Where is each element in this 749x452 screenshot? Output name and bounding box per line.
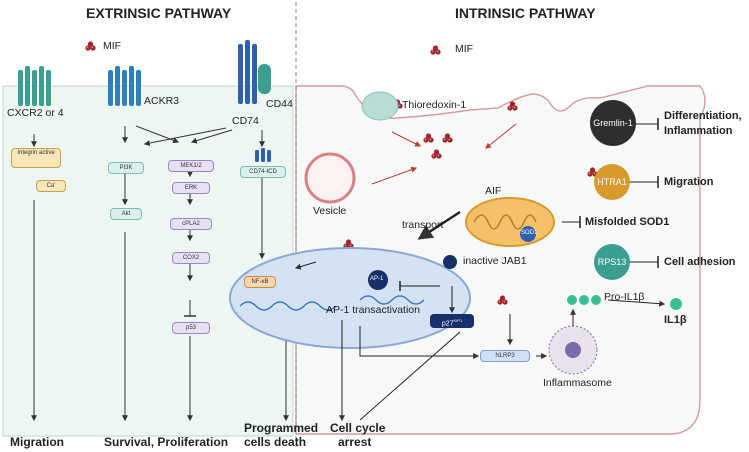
il1b-icon — [670, 298, 682, 310]
pro-il1b-icon — [567, 295, 577, 305]
inflammasome-label: Inflammasome — [543, 377, 612, 389]
thioredoxin-label: Thioredoxin-1 — [402, 99, 467, 111]
cd74icd-box: CD74-ICD — [240, 166, 286, 178]
ackr3-receptor — [108, 66, 141, 106]
inflammation-label: Inflammation — [664, 125, 733, 137]
cd74-label: CD74 — [232, 115, 259, 127]
cox2-box: COX2 — [172, 252, 210, 264]
dna-strand — [359, 295, 425, 305]
mif-cluster-icon — [430, 45, 441, 55]
mif-label: MIF — [103, 40, 122, 52]
il1b-label: IL1β — [664, 314, 687, 326]
cxcr-receptor — [18, 66, 51, 106]
p27-box: p27KIP1 — [430, 314, 474, 328]
cd44-label: CD44 — [266, 98, 293, 110]
dna-strand — [239, 301, 337, 311]
vesicle-label: Vesicle — [313, 205, 347, 217]
mif-cluster-icon — [85, 41, 96, 51]
sod1-badge — [520, 226, 536, 242]
outcome-migration: Migration — [10, 435, 64, 449]
p53-box: p53 — [172, 322, 210, 334]
ap1-transactivation-label: AP-1 transactivation — [326, 304, 420, 316]
gremlin-node: Gremlin-1 — [590, 100, 636, 146]
mitochondria-icon — [465, 197, 555, 247]
misfolded-sod1-label: Misfolded SOD1 — [585, 216, 670, 228]
pi3k-box: PI3K — [108, 162, 144, 174]
nucleus — [229, 247, 471, 349]
cell-adhesion-label: Cell adhesion — [664, 256, 736, 268]
cd74-icd-icon — [255, 148, 271, 162]
extrinsic-title: EXTRINSIC PATHWAY — [86, 5, 232, 21]
htra1-node: HTRA1 — [594, 164, 630, 200]
jab1-icon — [443, 255, 457, 269]
thioredoxin-icon — [361, 91, 399, 121]
vesicle-icon — [304, 152, 356, 204]
intrinsic-title: INTRINSIC PATHWAY — [455, 5, 596, 21]
cpla2-box: cPLA2 — [170, 218, 212, 230]
aif-label: AIF — [485, 185, 502, 197]
migration-right-label: Migration — [664, 176, 714, 188]
outcome-pcd-line1: Programmed — [244, 421, 319, 435]
extrinsic-cell-bg — [2, 85, 294, 437]
inactive-jab1-label: inactive JAB1 — [463, 255, 527, 267]
mek-box: MEK1/2 — [168, 160, 214, 172]
mif-label: MIF — [455, 43, 474, 55]
outcome-cca-line2: arrest — [338, 435, 372, 449]
sod1-badge-label: SOD1 — [521, 230, 538, 236]
cd44-receptor — [258, 64, 271, 94]
outcome-pcd-line2: cells death — [244, 435, 307, 449]
differentiation-label: Differentiation, — [664, 110, 742, 122]
rps13-node: RPS13 — [594, 244, 630, 280]
transport-label: transport — [402, 219, 444, 231]
nlrp3-box: NLRP3 — [480, 350, 530, 362]
akt-box: Akt — [110, 208, 142, 220]
cd74-receptor — [238, 40, 257, 104]
ca-box: Ca' — [36, 180, 66, 192]
ap1-icon — [368, 270, 388, 290]
outcome-survival: Survival, Proliferation — [104, 435, 229, 449]
ap1-label: AP-1 — [370, 276, 384, 282]
ackr3-label: ACKR3 — [144, 95, 180, 107]
integrin-box: Integrin active — [11, 148, 61, 168]
erk-box: ERK — [172, 182, 210, 194]
cxcr-label: CXCR2 or 4 — [7, 107, 64, 119]
outcome-cca-line1: Cell cycle — [330, 421, 386, 435]
pro-il1b-label: Pro-IL1β — [604, 291, 645, 303]
nfkb-box: NF-κB — [244, 276, 276, 288]
